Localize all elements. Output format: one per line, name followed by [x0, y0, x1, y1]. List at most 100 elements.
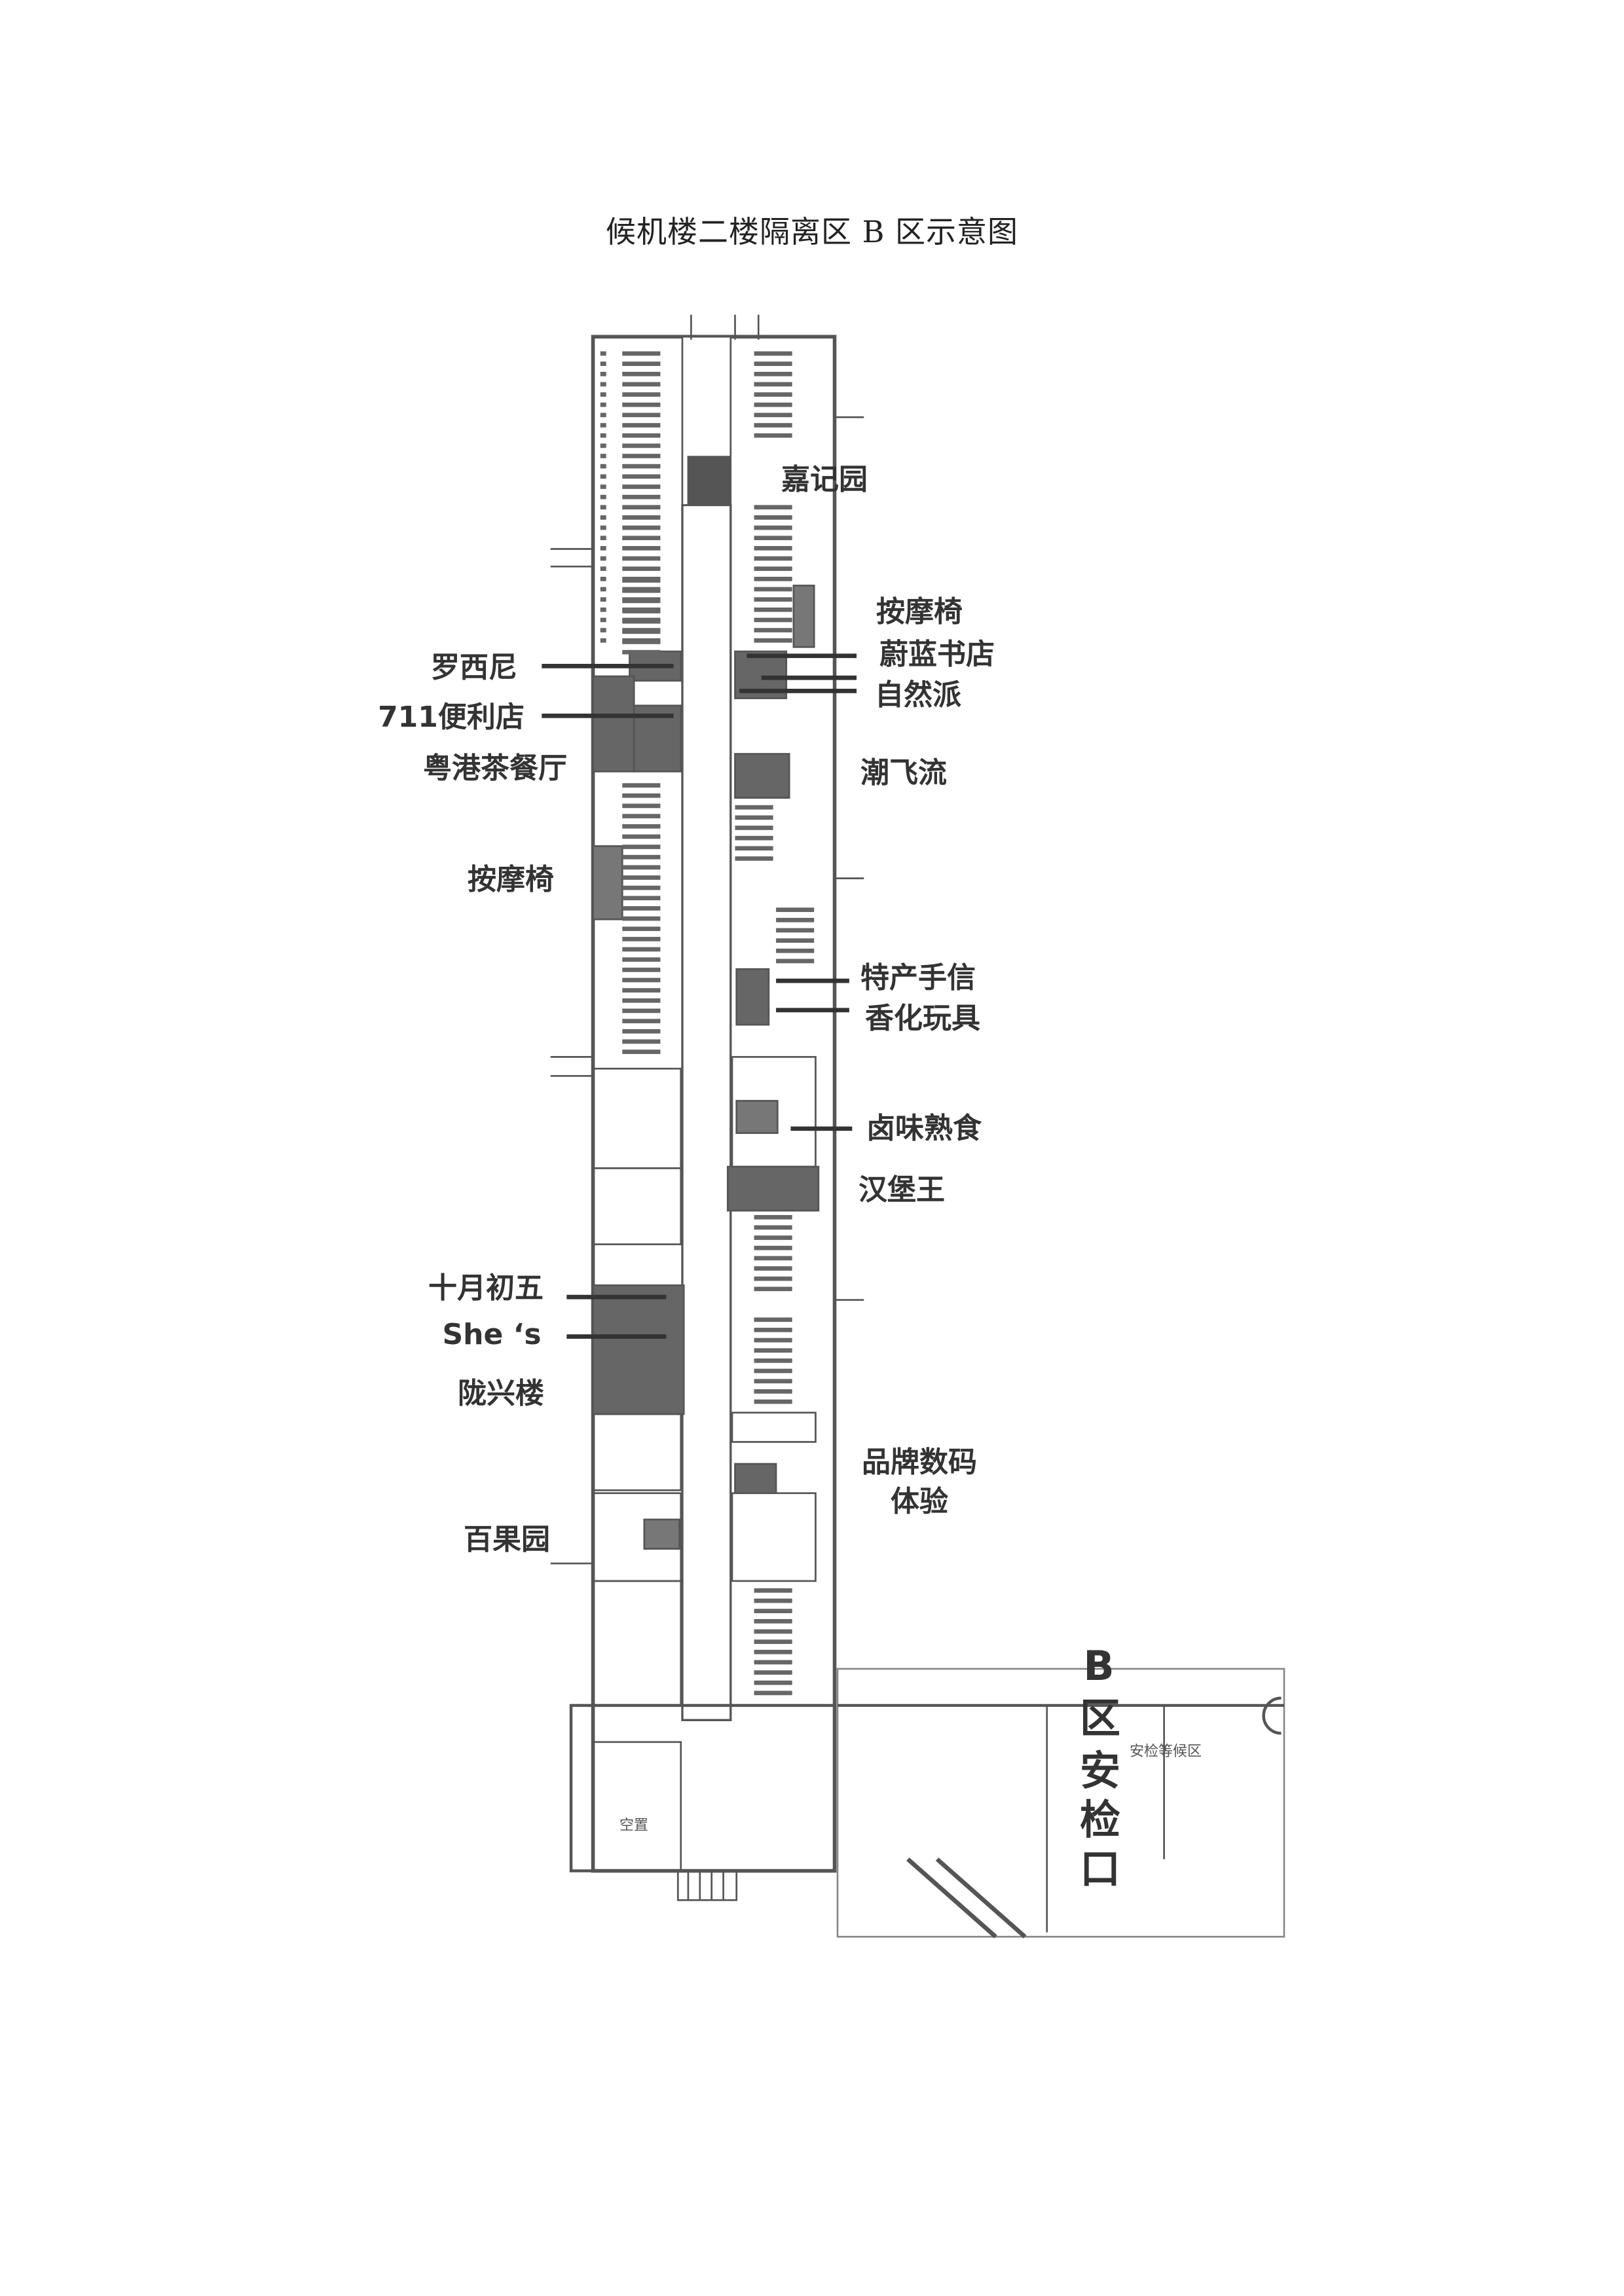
label-luoxini: 罗西尼 — [431, 650, 517, 684]
seat-row — [622, 382, 661, 387]
seat-row — [600, 587, 606, 592]
label-chaofeiliu: 潮飞流 — [860, 756, 947, 790]
seat-row — [600, 617, 606, 623]
security-char-3: 检 — [1079, 1796, 1121, 1844]
seat-row — [735, 835, 773, 841]
seat-row — [754, 1379, 792, 1384]
seat-row — [622, 454, 661, 458]
seat-row — [600, 454, 606, 458]
label-massage-chair-right: 按摩椅 — [876, 594, 963, 629]
label-luwei: 卤味熟食 — [866, 1111, 982, 1145]
seat-row — [622, 977, 661, 983]
seat-row — [600, 423, 606, 428]
label-shiyue: 十月初五 — [428, 1271, 544, 1305]
seat-row — [754, 607, 792, 612]
seat-row — [776, 907, 815, 913]
seat-row — [754, 371, 792, 376]
seat-row — [754, 546, 792, 551]
seat-row — [622, 371, 661, 376]
shop-digital — [734, 1463, 777, 1495]
seat-row — [600, 546, 606, 551]
seat-row — [622, 433, 661, 438]
seat-row — [600, 371, 606, 376]
room — [731, 1492, 817, 1582]
shop-shiyue — [592, 1284, 685, 1415]
seat-row — [754, 1276, 792, 1281]
seat-row — [622, 392, 661, 397]
label-weilan-bookstore: 蔚蓝书店 — [879, 637, 995, 671]
shop-burger-king — [726, 1165, 820, 1212]
room — [592, 1067, 682, 1169]
seat-row — [622, 598, 661, 604]
seat-row — [754, 628, 792, 632]
seat-row — [622, 906, 661, 911]
security-b: B — [1083, 1642, 1115, 1690]
stairs — [676, 1870, 738, 1901]
seat-row — [622, 474, 661, 479]
label-longxing: 陇兴楼 — [458, 1376, 544, 1410]
seat-row — [754, 1598, 792, 1603]
label-digital-2: 体验 — [891, 1484, 948, 1518]
seat-row — [754, 1690, 792, 1696]
seat-row — [622, 1008, 661, 1013]
seat-row — [600, 556, 606, 561]
room — [731, 1412, 817, 1443]
seat-row — [622, 619, 661, 624]
seat-row — [754, 402, 792, 407]
seat-row — [754, 433, 792, 438]
shop-chaofeiliu — [734, 753, 790, 799]
seat-row — [622, 505, 661, 510]
seat-row — [622, 916, 661, 921]
seat-row — [754, 1619, 792, 1624]
seat-row — [600, 525, 606, 530]
seat-row — [600, 515, 606, 520]
corridor — [681, 503, 732, 1721]
seat-row — [754, 1328, 792, 1332]
jiajiyuan-shop — [687, 456, 730, 505]
seat-row — [622, 865, 661, 870]
seat-row — [600, 382, 606, 387]
room — [592, 1167, 682, 1245]
seat-row — [754, 412, 792, 418]
room — [592, 1413, 682, 1491]
seat-row — [600, 566, 606, 572]
seat-row — [776, 948, 815, 953]
seat-row — [622, 1029, 661, 1034]
seat-row — [622, 998, 661, 1003]
seat-row — [600, 607, 606, 612]
seat-row — [600, 464, 606, 469]
seat-row — [600, 392, 606, 397]
seat-row — [754, 392, 792, 397]
shop-baiguoyuan — [643, 1518, 680, 1550]
label-burger-king: 汉堡王 — [858, 1173, 945, 1207]
massage-left-area — [592, 845, 623, 920]
seat-row — [754, 1338, 792, 1343]
seat-row — [622, 464, 661, 469]
seat-row — [754, 505, 792, 510]
seat-row — [754, 566, 792, 572]
seat-row — [622, 494, 661, 500]
seat-row — [622, 854, 661, 860]
label-waiting-area: 安检等候区 — [1129, 1743, 1202, 1760]
seat-row — [622, 783, 661, 788]
seat-row — [622, 629, 661, 634]
seat-row — [622, 937, 661, 941]
seat-row — [622, 566, 661, 572]
seat-row — [754, 1266, 792, 1271]
seat-row — [754, 1639, 792, 1645]
bottom-block — [569, 1704, 836, 1872]
seat-row — [622, 515, 661, 520]
label-techan: 特产手信 — [860, 960, 976, 994]
seat-row — [622, 947, 661, 952]
seat-row — [622, 423, 661, 428]
seat-row — [622, 1049, 661, 1054]
seat-row — [776, 917, 815, 922]
seat-row — [622, 402, 661, 407]
label-baiguoyuan: 百果园 — [464, 1522, 550, 1556]
seat-row — [754, 576, 792, 581]
room — [592, 1580, 682, 1707]
seat-row — [622, 484, 661, 489]
seat-row — [622, 875, 661, 880]
seat-row — [622, 546, 661, 551]
